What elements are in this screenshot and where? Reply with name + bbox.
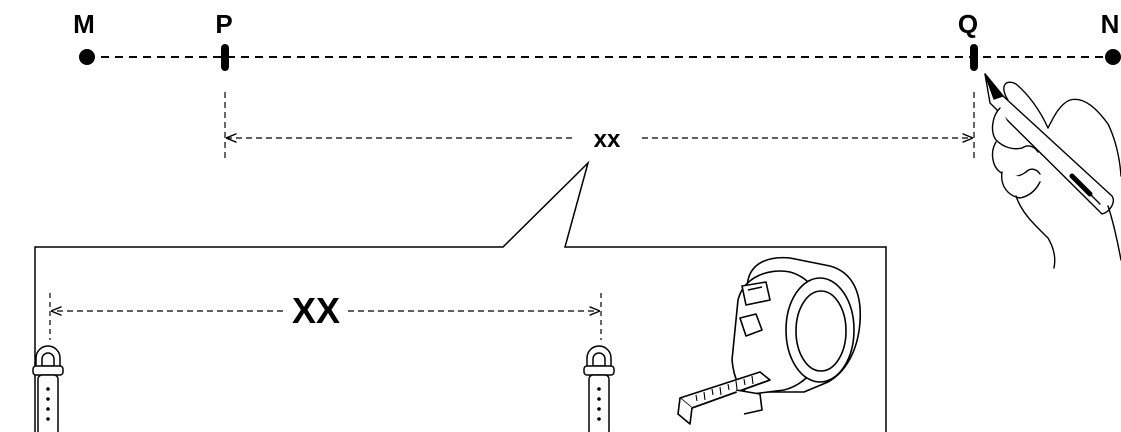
hand-with-pencil-icon	[984, 73, 1121, 269]
point-p-marker	[221, 44, 229, 71]
point-q-marker	[970, 44, 978, 71]
wall-bracket-icon	[583, 345, 615, 432]
callout-box	[34, 160, 887, 432]
point-q-label: Q	[958, 9, 978, 39]
measurement-label-top: xx	[594, 126, 621, 153]
wall-bracket-icon	[32, 345, 64, 432]
point-n-marker	[1105, 49, 1121, 65]
point-p-label: P	[215, 9, 232, 39]
point-m-label: M	[73, 9, 95, 39]
point-n-label: N	[1101, 9, 1120, 39]
point-m-marker	[79, 49, 95, 65]
measurement-label-box: XX	[292, 290, 340, 331]
tape-measure-icon	[677, 256, 862, 425]
